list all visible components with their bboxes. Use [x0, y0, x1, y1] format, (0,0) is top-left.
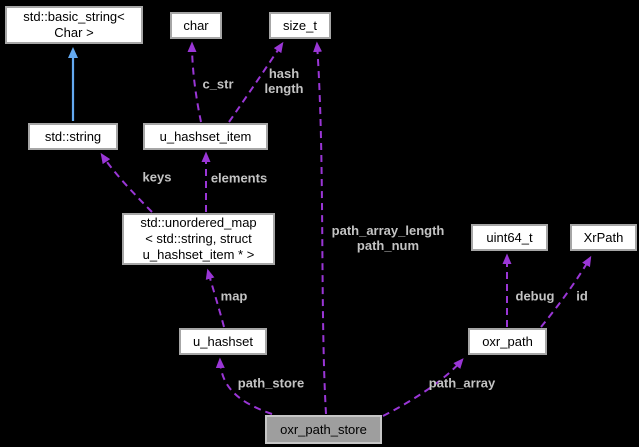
- node-std-string[interactable]: std::string: [28, 123, 118, 150]
- node-char[interactable]: char: [170, 12, 222, 39]
- node-oxr-path-store[interactable]: oxr_path_store: [265, 415, 382, 444]
- edge-path-array: [382, 358, 464, 417]
- node-xrpath[interactable]: XrPath: [570, 224, 637, 251]
- node-std-basic-string[interactable]: std::basic_string< Char >: [5, 6, 143, 44]
- edge-c-str: [187, 41, 202, 123]
- node-size-t[interactable]: size_t: [269, 12, 331, 39]
- node-std-unordered-map[interactable]: std::unordered_map < std::string, struct…: [122, 213, 275, 265]
- node-uint64-t[interactable]: uint64_t: [471, 224, 548, 251]
- edge-hash-length: [228, 41, 284, 123]
- edge-keys: [100, 152, 153, 213]
- node-u-hashset[interactable]: u_hashset: [179, 328, 267, 355]
- node-u-hashset-item[interactable]: u_hashset_item: [143, 123, 268, 150]
- edge-path-array-length: [313, 41, 327, 415]
- edge-id: [540, 255, 592, 328]
- node-oxr-path[interactable]: oxr_path: [468, 328, 547, 355]
- edge-path-store: [215, 357, 273, 415]
- edge-map: [205, 268, 225, 328]
